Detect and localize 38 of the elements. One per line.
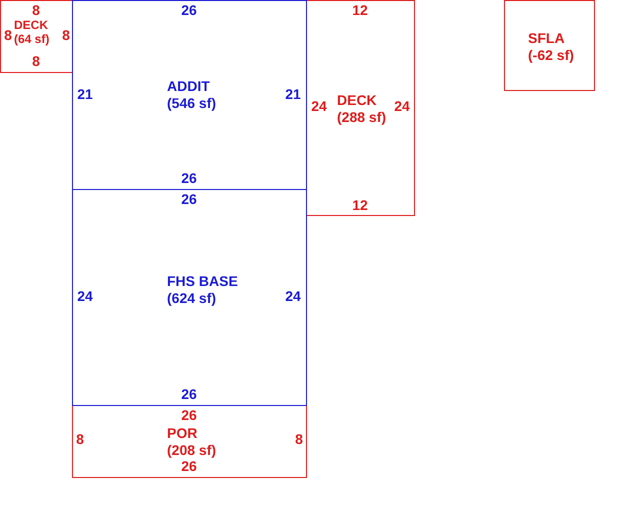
dimension-label: 8 xyxy=(76,432,84,446)
room-area: (208 sf) xyxy=(167,442,216,459)
dimension-label: 21 xyxy=(77,87,93,101)
dimension-label: 26 xyxy=(181,192,197,206)
dimension-label: 24 xyxy=(394,99,410,113)
room-name: DECK xyxy=(337,92,377,109)
room-outline xyxy=(0,0,73,73)
dimension-label: 24 xyxy=(311,99,327,113)
dimension-label: 8 xyxy=(62,28,70,42)
room-outline xyxy=(306,0,415,216)
room-outline xyxy=(72,0,307,190)
dimension-label: 26 xyxy=(181,408,197,422)
dimension-label: 24 xyxy=(285,289,301,303)
dimension-label: 24 xyxy=(77,289,93,303)
dimension-label: 26 xyxy=(181,387,197,401)
room-area: (64 sf) xyxy=(14,32,50,47)
room-name: POR xyxy=(167,425,198,442)
dimension-label: 8 xyxy=(295,432,303,446)
room-area: (-62 sf) xyxy=(528,46,574,64)
dimension-label: 8 xyxy=(32,3,40,17)
room-name: DECK xyxy=(14,18,48,32)
dimension-label: 26 xyxy=(181,3,197,17)
dimension-label: 8 xyxy=(4,28,12,42)
room-name: SFLA xyxy=(528,30,565,47)
dimension-label: 12 xyxy=(352,198,368,212)
dimension-label: 8 xyxy=(32,54,40,68)
room-outline xyxy=(72,189,307,406)
dimension-label: 21 xyxy=(285,87,301,101)
room-area: (288 sf) xyxy=(337,108,386,126)
room-outline xyxy=(504,0,595,91)
room-outline xyxy=(72,405,307,478)
dimension-label: 26 xyxy=(181,459,197,473)
dimension-label: 12 xyxy=(352,3,368,17)
room-name: ADDIT xyxy=(167,78,210,95)
room-area: (624 sf) xyxy=(167,290,216,307)
dimension-label: 26 xyxy=(181,171,197,185)
room-area: (546 sf) xyxy=(167,94,216,112)
room-name: FHS BASE xyxy=(167,273,238,290)
